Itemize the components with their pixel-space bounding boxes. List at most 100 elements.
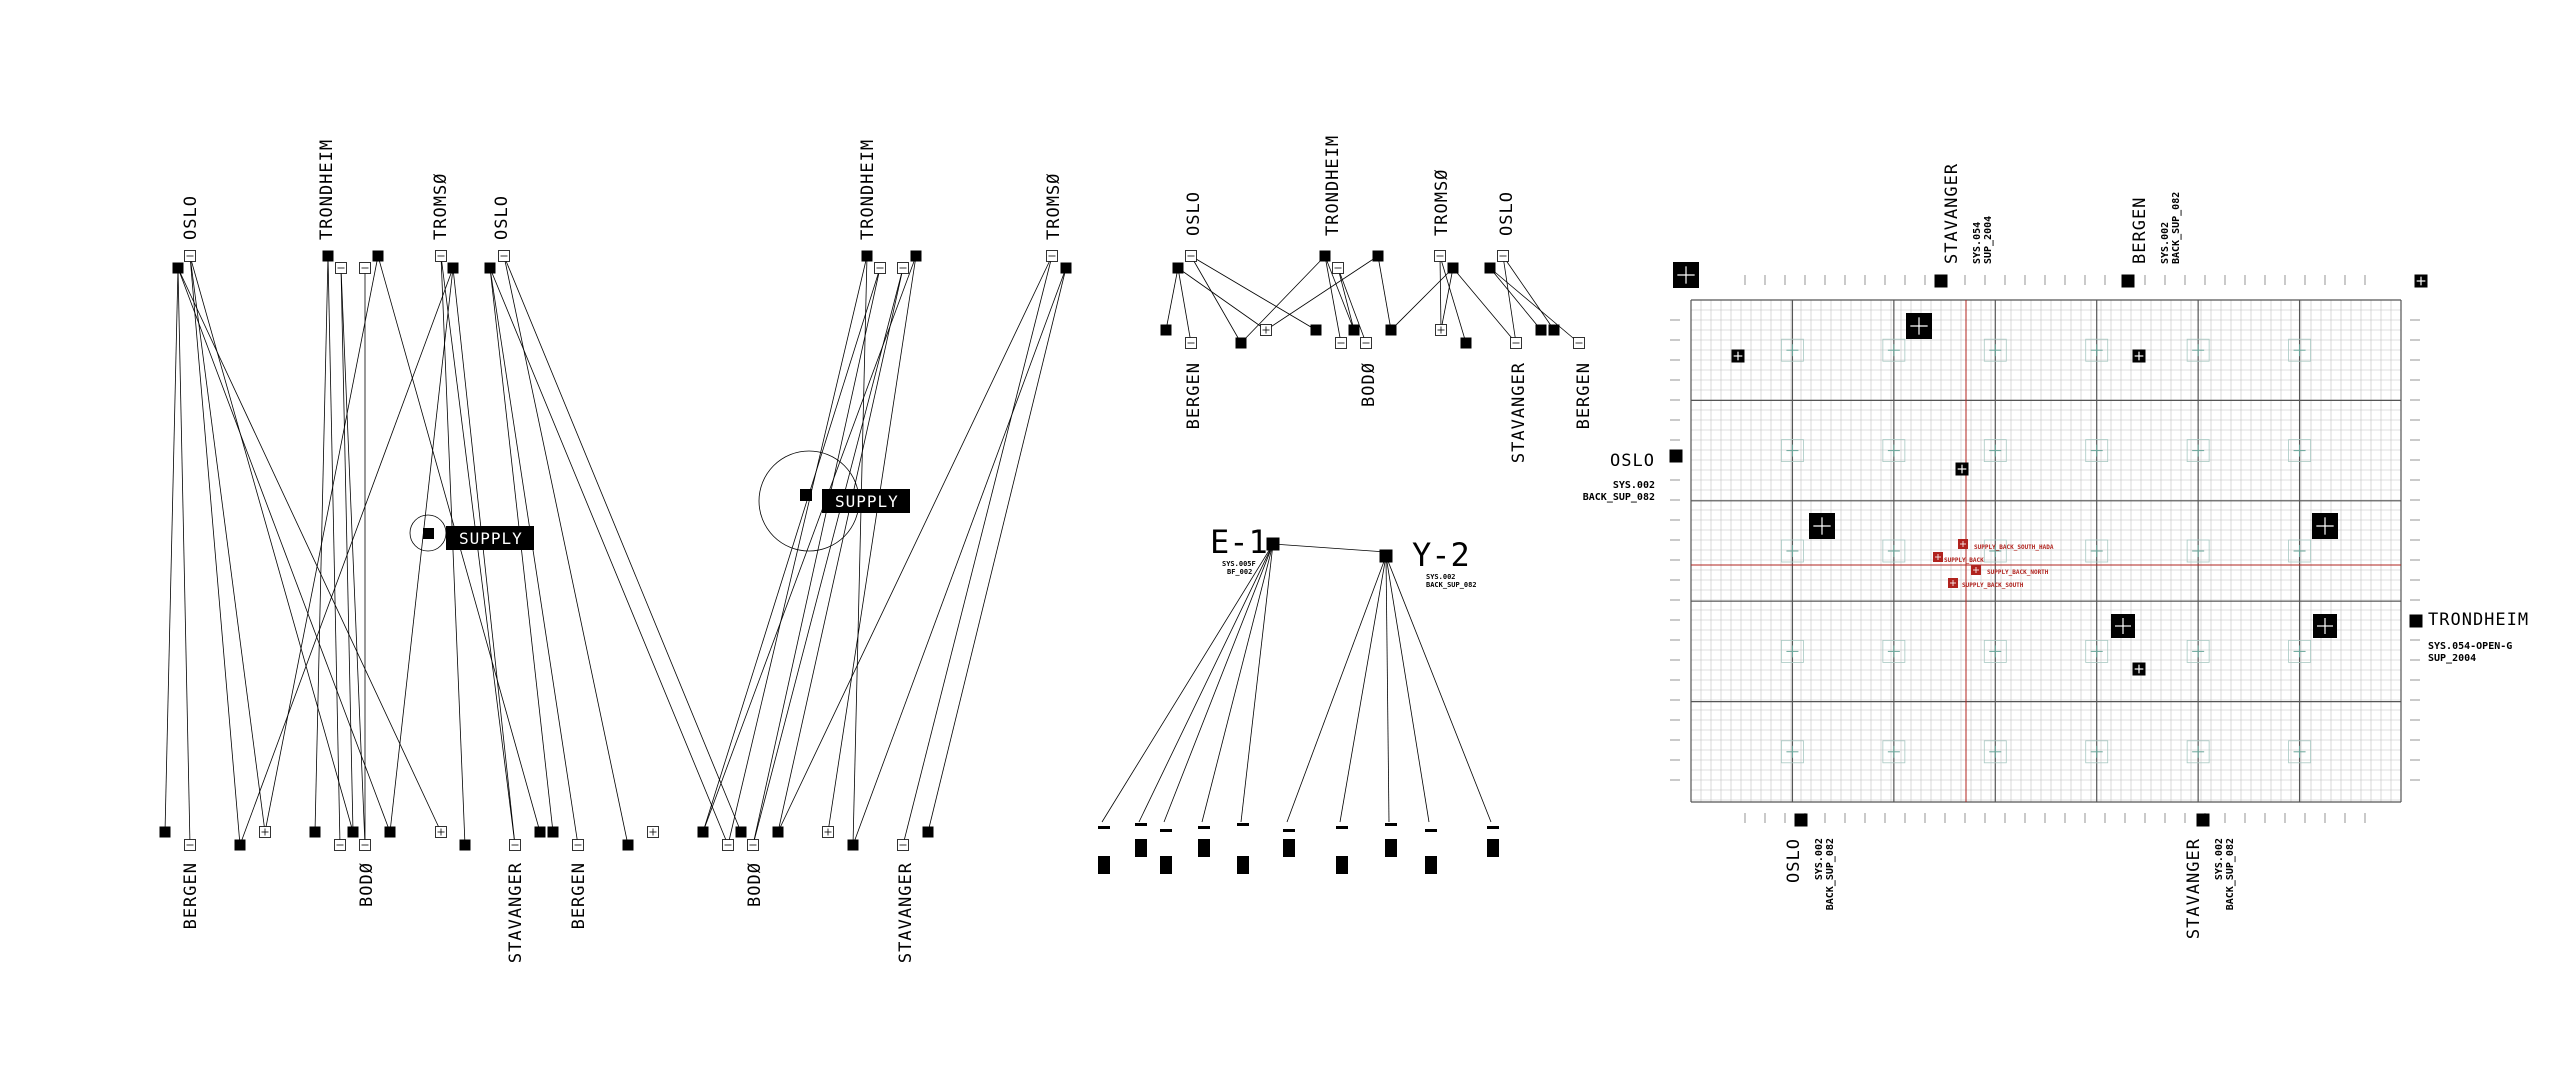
grid-panel xyxy=(1670,275,2420,823)
bottom-node xyxy=(622,839,634,851)
label-stavanger-1: STAVANGER xyxy=(506,862,526,963)
bar-cap xyxy=(1487,826,1499,829)
bar-block xyxy=(1237,856,1249,874)
bar-cap xyxy=(1385,823,1397,826)
top-node xyxy=(447,262,459,274)
top-node xyxy=(322,250,334,262)
node-y2-code-2: BACK_SUP_082 xyxy=(1426,581,1477,589)
edge-node-bergen xyxy=(2121,274,2135,288)
bottom-node xyxy=(534,826,546,838)
top-node xyxy=(484,262,496,274)
label-tromso-2: TROMSØ xyxy=(1044,173,1064,240)
bar-block xyxy=(1198,839,1210,857)
label-d-bergen-top-code-2: BACK_SUP_082 xyxy=(2171,192,2182,264)
edge-node-stavanger xyxy=(1934,274,1948,288)
label-trondheim-2: TRONDHEIM xyxy=(858,139,878,240)
label-d-stavanger-top-code-1: SYS.054 xyxy=(1972,222,1983,264)
bottom-node xyxy=(234,839,246,851)
bar-cap xyxy=(1160,829,1172,832)
bar-cap xyxy=(1135,823,1147,826)
bar-block xyxy=(1487,839,1499,857)
label-b-bergen-1: BERGEN xyxy=(1184,362,1204,429)
b-bottom-node xyxy=(1460,337,1472,349)
bottom-node xyxy=(347,826,359,838)
bottom-node xyxy=(384,826,396,838)
label-b-bergen-2: BERGEN xyxy=(1574,362,1594,429)
label-bodo-1: BODØ xyxy=(357,862,377,907)
bar-cap xyxy=(1098,826,1110,829)
b-bottom-node xyxy=(1160,324,1172,336)
node-y2-name: Y-2 xyxy=(1412,536,1470,574)
label-d-oslo-bottom-code-1: SYS.002 xyxy=(1814,838,1825,880)
label-bergen-2: BERGEN xyxy=(569,862,589,929)
label-bergen-1: BERGEN xyxy=(181,862,201,929)
label-stavanger-2: STAVANGER xyxy=(896,862,916,963)
supply-marker-2: SUPPLY xyxy=(758,450,910,552)
b-bottom-node xyxy=(1385,324,1397,336)
red-annotation-2: SUPPLY_BACK xyxy=(1944,557,1984,564)
label-b-bodo: BODØ xyxy=(1359,362,1379,407)
bottom-node xyxy=(697,826,709,838)
label-oslo-2: OSLO xyxy=(492,195,512,240)
label-d-trondheim-right-code-1: SYS.054-OPEN-G xyxy=(2428,641,2512,652)
label-oslo-1: OSLO xyxy=(181,195,201,240)
bar-block xyxy=(1098,856,1110,874)
label-b-stavanger: STAVANGER xyxy=(1509,362,1529,463)
top-node xyxy=(910,250,922,262)
label-d-bergen-top: BERGEN xyxy=(2130,197,2150,264)
label-d-stavanger-bottom-code-2: BACK_SUP_082 xyxy=(2225,838,2236,910)
label-d-stavanger-top: STAVANGER xyxy=(1942,163,1962,264)
b-top-node xyxy=(1172,262,1184,274)
bar-cap xyxy=(1237,823,1249,826)
bottom-node xyxy=(309,826,321,838)
bottom-node xyxy=(847,839,859,851)
b-bottom-node xyxy=(1348,324,1360,336)
label-d-stavanger-top-code-2: SUP_2004 xyxy=(1983,216,1994,264)
label-d-oslo-bottom-code-2: BACK_SUP_082 xyxy=(1825,838,1836,910)
label-b-oslo-2: OSLO xyxy=(1497,191,1517,236)
b-bottom-node xyxy=(1548,324,1560,336)
label-d-bergen-top-code-1: SYS.002 xyxy=(2160,222,2171,264)
label-bodo-2: BODØ xyxy=(745,862,765,907)
top-node xyxy=(372,250,384,262)
bar-cap xyxy=(1425,829,1437,832)
node-squares xyxy=(159,250,2428,874)
bar-cap xyxy=(1336,826,1348,829)
label-b-tromso: TROMSØ xyxy=(1432,169,1452,236)
label-b-trondheim: TRONDHEIM xyxy=(1323,135,1343,236)
bottom-node xyxy=(547,826,559,838)
bottom-node xyxy=(922,826,934,838)
bar-block xyxy=(1385,839,1397,857)
red-annotation-1: SUPPLY_BACK_SOUTH_HADA xyxy=(1974,544,2054,551)
b-top-node xyxy=(1447,262,1459,274)
edge-node-oslo-bottom xyxy=(1794,813,1808,827)
panel-b-top-labels: OSLO TRONDHEIM TROMSØ OSLO xyxy=(1184,135,1517,236)
b-bottom-node xyxy=(1235,337,1247,349)
bottom-node xyxy=(735,826,747,838)
panel-c-nodes: E-1 SYS.005F BF_002 Y-2 SYS.002 BACK_SUP… xyxy=(1210,523,1477,589)
node-e1-name: E-1 xyxy=(1210,523,1268,561)
label-b-oslo-1: OSLO xyxy=(1184,191,1204,236)
red-annotation-4: SUPPLY_BACK_SOUTH xyxy=(1962,582,2024,589)
supply-label-2: SUPPLY xyxy=(835,492,899,511)
bottom-node xyxy=(459,839,471,851)
top-node xyxy=(172,262,184,274)
bar-block xyxy=(1425,856,1437,874)
b-top-node xyxy=(1372,250,1384,262)
node-e1-code-1: SYS.005F xyxy=(1222,560,1256,568)
b-top-node xyxy=(1319,250,1331,262)
bar-cap xyxy=(1283,829,1295,832)
panel-d-labels: STAVANGER SYS.054 SUP_2004 BERGEN SYS.00… xyxy=(1583,163,2529,939)
b-bottom-node xyxy=(1535,324,1547,336)
bar-block xyxy=(1336,856,1348,874)
panel-a-bottom-labels: BERGEN BODØ STAVANGER BERGEN BODØ STAVAN… xyxy=(181,862,916,963)
bar-cap xyxy=(1198,826,1210,829)
label-d-trondheim-right: TRONDHEIM xyxy=(2428,610,2529,630)
label-d-stavanger-bottom-code-1: SYS.002 xyxy=(2214,838,2225,880)
top-node xyxy=(861,250,873,262)
panel-b-bottom-labels: BERGEN BODØ STAVANGER BERGEN xyxy=(1184,362,1594,463)
top-node xyxy=(1060,262,1072,274)
label-d-oslo-bottom: OSLO xyxy=(1784,838,1804,883)
label-d-trondheim-right-code-2: SUP_2004 xyxy=(2428,653,2476,664)
